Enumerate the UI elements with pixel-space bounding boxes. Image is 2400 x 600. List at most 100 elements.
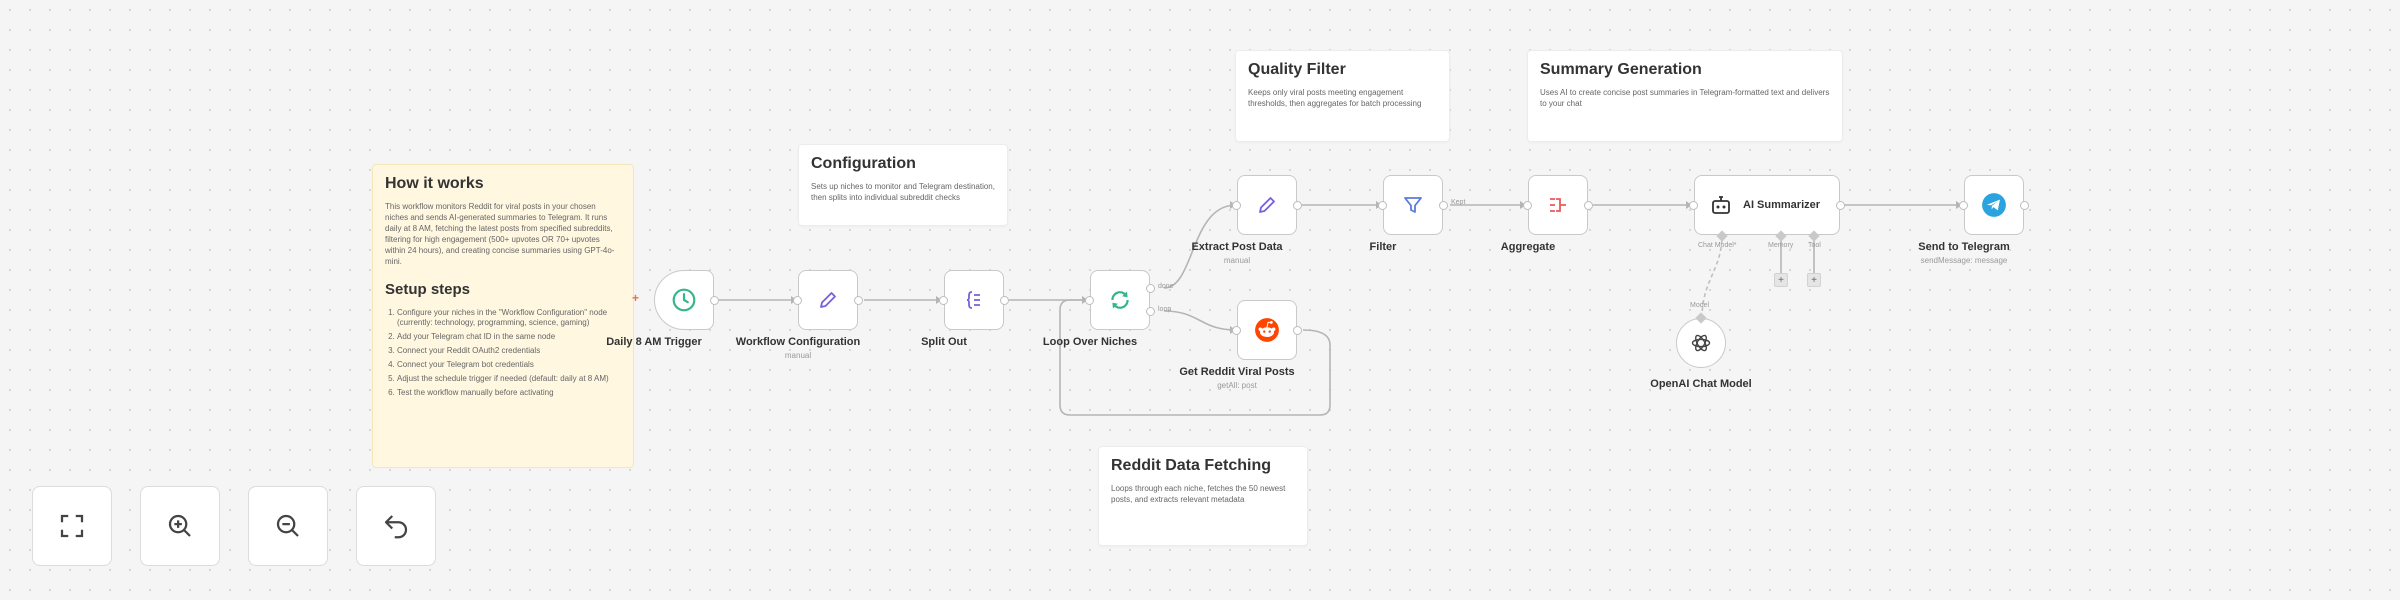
node-box[interactable]	[798, 270, 858, 330]
port-label-done: done	[1158, 283, 1174, 290]
output-handle-loop[interactable]	[1146, 307, 1155, 316]
port-label-model: Model	[1690, 302, 1710, 309]
node-title: Daily 8 AM Trigger	[606, 336, 702, 348]
note-title: How it works	[385, 175, 484, 192]
output-handle[interactable]	[1000, 296, 1009, 305]
note-body: This workflow monitors Reddit for viral …	[385, 202, 615, 266]
pencil-icon	[820, 292, 836, 308]
note-body: Uses AI to create concise post summaries…	[1540, 88, 1830, 108]
node-box[interactable]	[944, 270, 1004, 330]
list-item: Connect your Telegram bot credentials	[397, 360, 621, 370]
robot-icon	[1712, 196, 1730, 214]
aggregate-icon	[1550, 198, 1566, 212]
zoom-in-icon	[168, 514, 191, 537]
node-title: Aggregate	[1500, 241, 1556, 253]
list-item: Connect your Reddit OAuth2 credentials	[397, 346, 621, 356]
node-title: Workflow Configuration	[735, 336, 861, 348]
node-box[interactable]	[1964, 175, 2024, 235]
note-title: Configuration	[811, 155, 916, 172]
setup-steps-list: Configure your niches in the "Workflow C…	[385, 308, 621, 398]
input-handle[interactable]	[793, 296, 802, 305]
zoom-out-button[interactable]	[248, 486, 328, 566]
input-handle[interactable]	[1232, 201, 1241, 210]
node-subtitle: manual	[1223, 256, 1251, 265]
telegram-icon	[1982, 193, 2006, 217]
zoom-out-icon	[276, 514, 299, 537]
split-icon	[966, 291, 980, 309]
openai-icon	[1691, 334, 1711, 352]
node-box[interactable]	[1237, 175, 1297, 235]
clock-icon	[672, 288, 696, 312]
sticky-note-configuration[interactable]: Configuration Sets up niches to monitor …	[798, 144, 1008, 226]
node-box[interactable]	[1528, 175, 1588, 235]
port-label-chat-model: Chat Model*	[1698, 242, 1737, 249]
output-handle[interactable]	[1293, 201, 1302, 210]
undo-icon	[384, 515, 408, 539]
output-handle[interactable]	[710, 296, 719, 305]
node-box[interactable]: AI Summarizer	[1694, 175, 1840, 235]
undo-button[interactable]	[356, 486, 436, 566]
sticky-note-how-it-works[interactable]: How it works This workflow monitors Redd…	[372, 164, 634, 468]
openai-node-title: OpenAI Chat Model	[1650, 378, 1752, 390]
port-label-loop: loop	[1158, 306, 1172, 313]
input-handle[interactable]	[1085, 296, 1094, 305]
node-title: Extract Post Data	[1191, 241, 1283, 253]
sticky-note-quality-filter[interactable]: Quality Filter Keeps only viral posts me…	[1235, 50, 1450, 142]
node-title: Send to Telegram	[1918, 241, 2010, 253]
node-subtitle: manual	[784, 351, 812, 360]
list-item: Add your Telegram chat ID in the same no…	[397, 332, 621, 342]
input-handle[interactable]	[1378, 201, 1387, 210]
note-body: Keeps only viral posts meeting engagemen…	[1248, 88, 1422, 108]
output-handle[interactable]	[1836, 201, 1845, 210]
sticky-note-reddit-fetching[interactable]: Reddit Data Fetching Loops through each …	[1098, 446, 1308, 546]
filter-icon	[1404, 197, 1422, 213]
wire-loop-reddit	[1163, 310, 1237, 331]
input-handle[interactable]	[1232, 326, 1241, 335]
output-handle[interactable]	[1584, 201, 1593, 210]
node-title: AI Summarizer	[1743, 199, 1821, 211]
port-label-tool: Tool	[1808, 242, 1821, 249]
node-title: Get Reddit Viral Posts	[1179, 366, 1295, 378]
output-handle[interactable]	[2020, 201, 2029, 210]
node-subtitle: sendMessage: message	[1920, 256, 2008, 265]
output-handle[interactable]	[854, 296, 863, 305]
port-label-kept: Kept	[1451, 199, 1466, 206]
note-subtitle: Setup steps	[385, 281, 471, 298]
port-label-memory: Memory	[1768, 242, 1794, 249]
reddit-icon	[1255, 318, 1279, 342]
node-title: Loop Over Niches	[1042, 336, 1138, 348]
node-box[interactable]	[1090, 270, 1150, 330]
fit-view-button[interactable]	[32, 486, 112, 566]
sticky-note-summary-generation[interactable]: Summary Generation Uses AI to create con…	[1527, 50, 1843, 142]
add-memory-button[interactable]: +	[1774, 273, 1788, 287]
node-subtitle: getAll: post	[1217, 381, 1257, 390]
note-body: Loops through each niche, fetches the 50…	[1111, 484, 1286, 504]
output-handle[interactable]	[1439, 201, 1448, 210]
input-handle[interactable]	[1689, 201, 1698, 210]
node-title: Split Out	[921, 336, 967, 348]
node-openai-chat-model[interactable]	[1676, 318, 1726, 368]
list-item: Test the workflow manually before activa…	[397, 388, 621, 398]
input-handle[interactable]	[1523, 201, 1532, 210]
zoom-in-button[interactable]	[140, 486, 220, 566]
note-title: Quality Filter	[1248, 61, 1346, 78]
note-title: Summary Generation	[1540, 61, 1702, 78]
list-item: Adjust the schedule trigger if needed (d…	[397, 374, 621, 384]
add-trigger-marker[interactable]: +	[632, 291, 640, 305]
pencil-icon	[1259, 197, 1275, 213]
node-box[interactable]	[1237, 300, 1297, 360]
fit-view-icon	[60, 514, 84, 538]
output-handle-done[interactable]	[1146, 284, 1155, 293]
note-body: Sets up niches to monitor and Telegram d…	[811, 182, 995, 202]
list-item: Configure your niches in the "Workflow C…	[397, 308, 621, 328]
node-box[interactable]	[654, 270, 714, 330]
input-handle[interactable]	[939, 296, 948, 305]
node-title: Filter	[1369, 241, 1397, 253]
note-title: Reddit Data Fetching	[1111, 457, 1272, 474]
add-tool-button[interactable]: +	[1807, 273, 1821, 287]
output-handle[interactable]	[1293, 326, 1302, 335]
loop-icon	[1111, 291, 1129, 309]
node-box[interactable]	[1383, 175, 1443, 235]
input-handle[interactable]	[1959, 201, 1968, 210]
